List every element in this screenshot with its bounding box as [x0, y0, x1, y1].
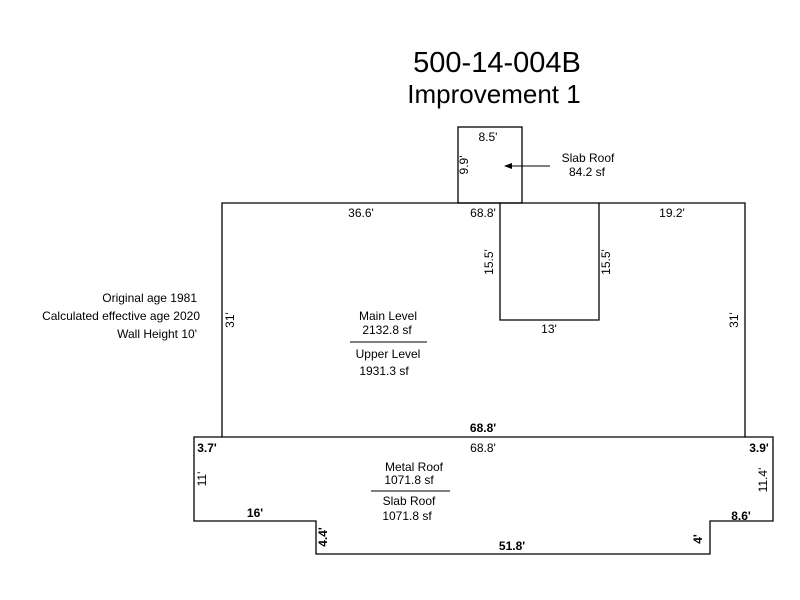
dim-lower-top: 68.8' — [470, 441, 496, 455]
dim-notch-bottom: 13' — [541, 322, 557, 336]
dim-top-right: 19.2' — [659, 206, 685, 220]
dim-top-left: 36.6' — [348, 206, 374, 220]
dim-lower-left-drop: 4.4' — [316, 527, 330, 547]
lower-roof-outline — [193, 436, 774, 555]
effective-age: Calculated effective age 2020 — [42, 309, 200, 323]
parcel-id: 500-14-004B — [413, 47, 581, 79]
dim-notch-left: 15.5' — [482, 249, 496, 275]
upper-level-notch-outline — [499, 203, 600, 321]
dim-lower-left-side: 11' — [195, 472, 209, 487]
dim-main-bottom: 68.8' — [470, 421, 496, 435]
metal-roof-name: Metal Roof — [385, 460, 444, 474]
dim-lower-right-side: 11.4' — [756, 468, 770, 493]
dim-right-side: 31' — [727, 312, 741, 328]
dim-lower-bottom: 51.8' — [499, 539, 525, 553]
upper-level-area: 1931.3 sf — [359, 364, 409, 378]
main-level-outline — [221, 202, 746, 438]
dim-slab-width: 8.5' — [479, 130, 498, 144]
wall-height: Wall Height 10' — [117, 327, 197, 341]
original-age: Original age 1981 — [102, 291, 197, 305]
main-level-name: Main Level — [359, 309, 417, 323]
dim-top-mid: 68.8' — [470, 206, 496, 220]
dim-notch-right: 15.5' — [599, 249, 613, 275]
slab-roof-top-area: 84.2 sf — [569, 165, 606, 179]
dim-lower-left-bottom: 16' — [247, 506, 263, 520]
upper-level-name: Upper Level — [356, 347, 421, 361]
slab-roof-bottom-area: 1071.8 sf — [382, 509, 432, 523]
dim-slab-depth: 9.9' — [457, 156, 471, 175]
dim-lower-right-drop: 4' — [691, 534, 705, 544]
slab-roof-top-name: Slab Roof — [562, 151, 615, 165]
slab-roof-bottom-name: Slab Roof — [383, 494, 436, 508]
dim-lower-left-step: 3.7' — [197, 441, 217, 455]
dim-lower-right-bottom: 8.6' — [731, 509, 751, 523]
metal-roof-area: 1071.8 sf — [384, 473, 434, 487]
improvement-title: Improvement 1 — [407, 79, 580, 109]
dim-left-side: 31' — [223, 312, 237, 328]
dim-lower-right-step: 3.9' — [749, 441, 769, 455]
main-level-area: 2132.8 sf — [362, 323, 412, 337]
